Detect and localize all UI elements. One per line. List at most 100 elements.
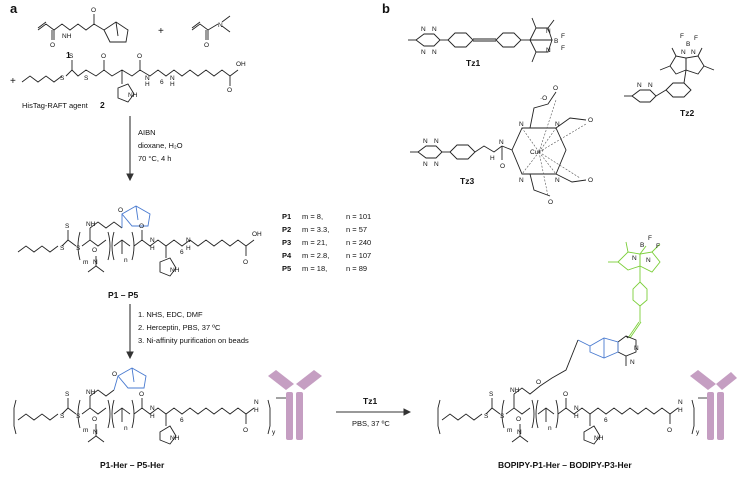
atom-o: O bbox=[536, 379, 541, 386]
atom-s: S bbox=[60, 413, 65, 420]
step3-conditions: PBS, 37 ºC bbox=[352, 419, 390, 428]
atom-o: O bbox=[548, 199, 553, 206]
tz1-label: Tz1 bbox=[466, 58, 480, 68]
atom-o: O bbox=[91, 7, 96, 14]
polymer-table-n-cell: n = 57 bbox=[346, 225, 367, 234]
atom-n: N bbox=[517, 429, 522, 436]
atom-s: S bbox=[76, 413, 81, 420]
step2-line-3: 3. Ni-affinity purification on beads bbox=[138, 336, 249, 345]
herceptin-antibody-icon bbox=[690, 370, 737, 440]
atom-nh: NH bbox=[86, 389, 96, 396]
atom-o: O bbox=[553, 85, 558, 92]
atom-n: N bbox=[555, 177, 560, 184]
polymer-p1-p5-structure bbox=[17, 221, 255, 277]
atom-nh: NH bbox=[86, 221, 96, 228]
polymer-table-n-cell: n = 101 bbox=[346, 212, 371, 221]
atom-n: N bbox=[681, 49, 686, 56]
atom-n: N bbox=[630, 359, 635, 366]
atom-o: O bbox=[588, 117, 593, 124]
atom-o: O bbox=[92, 247, 97, 254]
atom-s: S bbox=[500, 413, 505, 420]
step2-line-2: 2. Herceptin, PBS, 37 ºC bbox=[138, 323, 221, 332]
atom-h: H bbox=[145, 81, 150, 88]
atom-s: S bbox=[84, 75, 89, 82]
atom-n: N bbox=[145, 75, 150, 82]
atom-o: O bbox=[139, 223, 144, 230]
atom-o: O bbox=[50, 42, 55, 49]
bodipy-fluorophore-green bbox=[608, 241, 661, 339]
atom-s: S bbox=[69, 53, 74, 60]
atom-n: N bbox=[423, 138, 428, 145]
step1-conditions: 70 °C, 4 h bbox=[138, 154, 171, 163]
compound-2-label: 2 bbox=[100, 100, 105, 110]
atom-b: B bbox=[554, 38, 558, 45]
subscript-n: n bbox=[548, 425, 552, 432]
atom-n: N bbox=[499, 139, 504, 146]
atom-s: S bbox=[60, 245, 65, 252]
polymer-table-n-cell: n = 89 bbox=[346, 264, 367, 273]
product-label: BOPIPY-P1-Her – BODIPY-P3-Her bbox=[498, 460, 632, 470]
atom-s: S bbox=[484, 413, 489, 420]
subscript-6: 6 bbox=[180, 249, 184, 256]
atom-n: N bbox=[434, 138, 439, 145]
atom-o: O bbox=[243, 427, 248, 434]
atom-o: O bbox=[204, 42, 209, 49]
atom-o: O bbox=[227, 87, 232, 94]
polymer-table-name-cell: P2 bbox=[282, 225, 291, 234]
product-polymer-structure bbox=[437, 339, 695, 445]
atom-n: N bbox=[646, 257, 651, 264]
atom-n: N bbox=[546, 28, 551, 35]
atom-f: F bbox=[561, 33, 565, 40]
norbornene-pendant-blue bbox=[121, 205, 151, 228]
subscript-m: m bbox=[83, 427, 88, 434]
atom-h: H bbox=[254, 407, 259, 414]
atom-n: N bbox=[218, 22, 223, 29]
monomer-1-structure bbox=[37, 14, 129, 43]
atom-n: N bbox=[421, 26, 426, 33]
atom-h: H bbox=[678, 407, 683, 414]
atom-h: H bbox=[490, 155, 495, 162]
atom-nh: NH bbox=[594, 435, 604, 442]
atom-n: N bbox=[434, 161, 439, 168]
atom-s: S bbox=[489, 391, 494, 398]
polymer-table-name-cell: P3 bbox=[282, 238, 291, 247]
atom-o: O bbox=[92, 416, 97, 423]
atom-o: O bbox=[137, 53, 142, 60]
atom-n: N bbox=[678, 399, 683, 406]
atom-b: B bbox=[640, 242, 644, 249]
conjugate-label: P1-Her – P5-Her bbox=[100, 460, 165, 470]
atom-n: N bbox=[432, 49, 437, 56]
atom-n: N bbox=[546, 47, 551, 54]
atom-o: O bbox=[112, 371, 117, 378]
atom-o: O bbox=[563, 391, 568, 398]
atom-s: S bbox=[76, 245, 81, 252]
atom-o: O bbox=[667, 427, 672, 434]
subscript-y: y bbox=[272, 429, 276, 436]
atom-o: O bbox=[101, 53, 106, 60]
atom-h: H bbox=[574, 413, 579, 420]
atom-b: B bbox=[686, 41, 690, 48]
atom-o: O bbox=[588, 177, 593, 184]
atom-n: N bbox=[423, 161, 428, 168]
subscript-m: m bbox=[507, 427, 512, 434]
tz2-label: Tz2 bbox=[680, 108, 694, 118]
atom-n: N bbox=[637, 82, 642, 89]
dimethylacrylamide-structure bbox=[191, 15, 231, 40]
atom-s: S bbox=[65, 223, 70, 230]
polymer-table-m-cell: m = 18, bbox=[302, 264, 327, 273]
atom-f: F bbox=[648, 235, 652, 242]
plus-sign: + bbox=[158, 26, 164, 37]
polymer-table-name-cell: P1 bbox=[282, 212, 291, 221]
atom-nh: NH bbox=[170, 435, 180, 442]
atom-f: F bbox=[561, 45, 565, 52]
subscript-n: n bbox=[124, 425, 128, 432]
polymer-table-name-cell: P5 bbox=[282, 264, 291, 273]
atom-h: H bbox=[186, 245, 191, 252]
raft-agent-label: HisTag-RAFT agent bbox=[22, 101, 89, 110]
atom-oh: OH bbox=[236, 61, 246, 68]
atom-nh: NH bbox=[62, 33, 72, 40]
atom-n: N bbox=[93, 429, 98, 436]
compound-1-label: 1 bbox=[66, 50, 71, 60]
atom-n: N bbox=[421, 49, 426, 56]
